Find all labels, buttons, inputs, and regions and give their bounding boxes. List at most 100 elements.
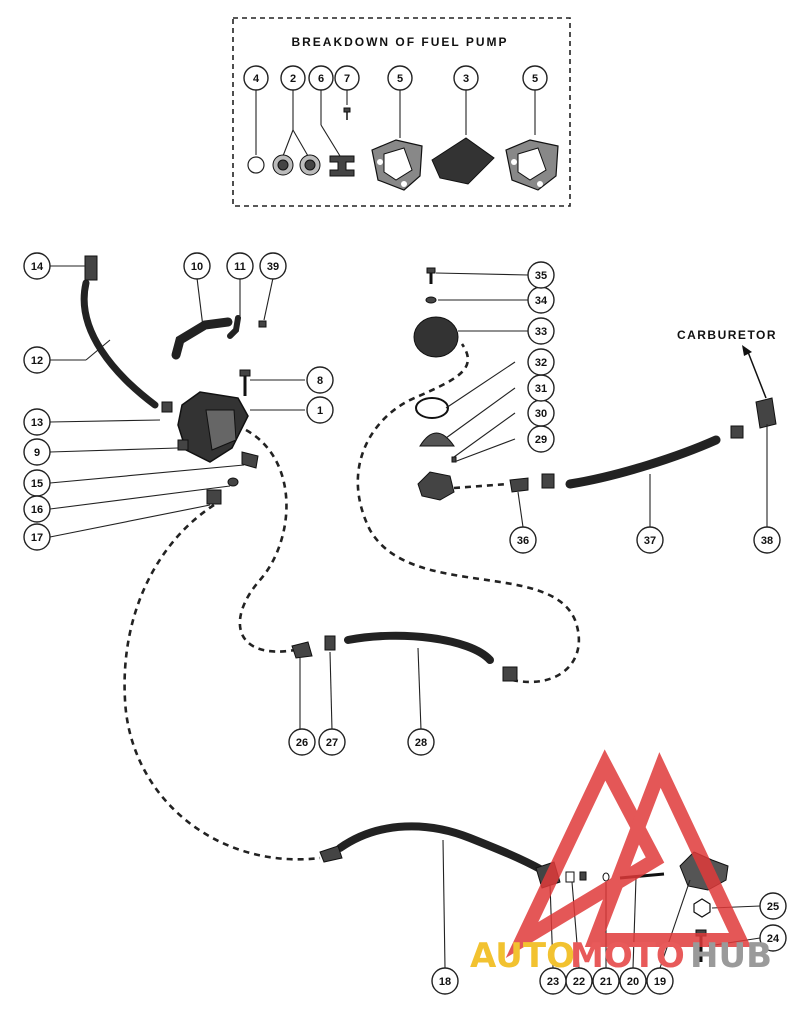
fuel-filter-assembly xyxy=(413,267,555,501)
svg-text:16: 16 xyxy=(31,504,43,516)
callout-16: 16 xyxy=(23,495,51,523)
callout-25: 25 xyxy=(759,892,787,920)
breakdown-callout-4: 4 xyxy=(243,65,269,91)
svg-text:37: 37 xyxy=(644,535,656,547)
diaphragm-part xyxy=(431,137,495,185)
callout-9: 9 xyxy=(23,438,51,466)
watermark-logo xyxy=(505,749,752,958)
svg-text:25: 25 xyxy=(767,901,779,913)
svg-text:38: 38 xyxy=(761,535,773,547)
svg-text:36: 36 xyxy=(517,535,529,547)
callout-14: 14 xyxy=(23,252,51,280)
svg-text:6: 6 xyxy=(318,73,324,85)
callout-12: 12 xyxy=(23,346,51,374)
breakdown-callout-5b: 5 xyxy=(522,65,548,91)
svg-text:7: 7 xyxy=(344,73,350,85)
breakdown-callout-5a: 5 xyxy=(387,65,413,91)
svg-text:28: 28 xyxy=(415,737,427,749)
breakdown-callout-7: 7 xyxy=(334,65,360,91)
svg-text:33: 33 xyxy=(535,326,547,338)
callout-32: 32 xyxy=(527,348,555,376)
svg-text:30: 30 xyxy=(535,408,547,420)
fuel-line-loop xyxy=(238,428,296,653)
svg-text:5: 5 xyxy=(397,73,403,85)
callout-33: 33 xyxy=(527,317,555,345)
callout-38: 38 xyxy=(753,526,781,554)
ball-part xyxy=(247,156,265,174)
svg-text:AUTO: AUTO xyxy=(470,936,575,976)
svg-text:24: 24 xyxy=(767,933,780,945)
callout-13: 13 xyxy=(23,408,51,436)
fuel-line-right xyxy=(356,343,581,684)
svg-text:22: 22 xyxy=(573,976,585,988)
fuel-hose-37 xyxy=(565,397,777,489)
svg-text:19: 19 xyxy=(654,976,666,988)
breakdown-callout-6: 6 xyxy=(308,65,334,91)
gasket-part xyxy=(371,139,423,191)
breakdown-callout-3: 3 xyxy=(453,65,479,91)
svg-text:14: 14 xyxy=(31,261,44,273)
callout-27: 27 xyxy=(318,728,346,756)
callout-34: 34 xyxy=(527,286,555,314)
callout-29: 29 xyxy=(527,425,555,453)
watermark-text: AUTO MOTO HUB xyxy=(470,936,772,976)
callout-30: 30 xyxy=(527,399,555,427)
svg-text:3: 3 xyxy=(463,73,469,85)
callout-37: 37 xyxy=(636,526,664,554)
svg-text:35: 35 xyxy=(535,270,547,282)
carburetor-arrow xyxy=(742,345,767,399)
seal-part xyxy=(272,154,294,176)
svg-text:26: 26 xyxy=(296,737,308,749)
retainer-part xyxy=(329,155,355,177)
callout-28: 28 xyxy=(407,728,435,756)
callout-39: 39 xyxy=(259,252,287,280)
callout-10: 10 xyxy=(183,252,211,280)
svg-text:17: 17 xyxy=(31,532,43,544)
svg-text:27: 27 xyxy=(326,737,338,749)
svg-text:39: 39 xyxy=(267,261,279,273)
svg-text:15: 15 xyxy=(31,478,43,490)
svg-text:20: 20 xyxy=(627,976,639,988)
svg-text:HUB: HUB xyxy=(690,936,772,976)
callout-31: 31 xyxy=(527,374,555,402)
breakdown-callout-2: 2 xyxy=(280,65,306,91)
gasket-part-2 xyxy=(505,139,559,191)
svg-text:9: 9 xyxy=(34,447,40,459)
fuel-hose-18 xyxy=(319,822,546,874)
svg-text:8: 8 xyxy=(317,375,323,387)
callout-21: 21 xyxy=(592,967,620,995)
leader-lines xyxy=(49,265,768,969)
callout-26: 26 xyxy=(288,728,316,756)
callout-15: 15 xyxy=(23,469,51,497)
svg-text:2: 2 xyxy=(290,73,296,85)
svg-text:4: 4 xyxy=(253,73,260,85)
svg-text:MOTO: MOTO xyxy=(570,936,685,976)
callout-24: 24 xyxy=(759,924,787,952)
screw-part xyxy=(343,107,351,120)
svg-text:21: 21 xyxy=(600,976,612,988)
svg-text:11: 11 xyxy=(234,261,246,273)
svg-text:31: 31 xyxy=(535,383,547,395)
svg-text:32: 32 xyxy=(535,357,547,369)
fuel-pump-assembly xyxy=(80,255,267,505)
carburetor-label: CARBURETOR xyxy=(677,328,777,342)
callout-20: 20 xyxy=(619,967,647,995)
fuel-line-filter-out xyxy=(453,482,509,490)
callout-11: 11 xyxy=(226,252,254,280)
svg-text:34: 34 xyxy=(535,295,548,307)
callout-35: 35 xyxy=(527,261,555,289)
svg-text:12: 12 xyxy=(31,355,43,367)
svg-text:10: 10 xyxy=(191,261,203,273)
svg-text:29: 29 xyxy=(535,434,547,446)
callout-19: 19 xyxy=(646,967,674,995)
callout-23: 23 xyxy=(539,967,567,995)
breakdown-panel: BREAKDOWN OF FUEL PUMP 4 2 6 7 5 3 5 xyxy=(232,17,571,207)
svg-text:13: 13 xyxy=(31,417,43,429)
callout-1: 1 xyxy=(306,396,334,424)
breakdown-title: BREAKDOWN OF FUEL PUMP xyxy=(291,35,508,49)
callout-8: 8 xyxy=(306,366,334,394)
svg-text:18: 18 xyxy=(439,976,451,988)
fuel-hose-28 xyxy=(291,631,518,682)
svg-text:1: 1 xyxy=(317,405,323,417)
